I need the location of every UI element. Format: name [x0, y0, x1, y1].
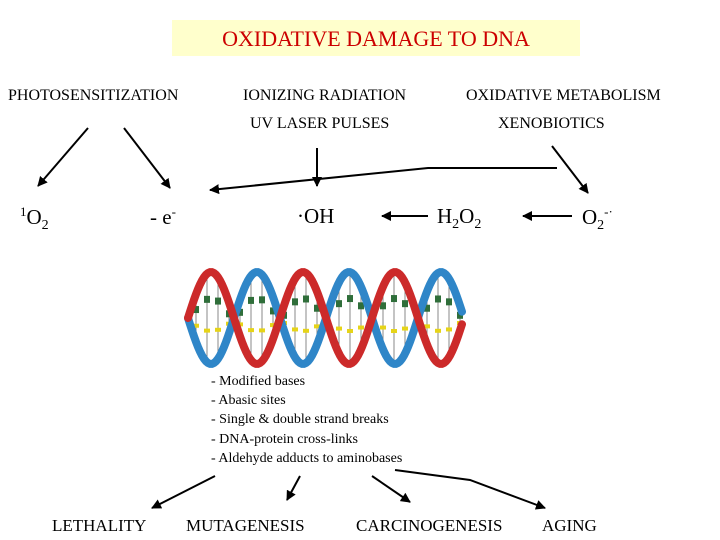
arrow-metabolism-to-superoxide [551, 145, 589, 194]
outcome-carcinogenesis: CARCINOGENESIS [356, 516, 503, 535]
source-xenobiotics: XENOBIOTICS [498, 115, 605, 132]
nucleotide-base [292, 327, 298, 332]
species-hydrogen-peroxide: H2O2 [437, 204, 482, 233]
nucleotide-base [215, 327, 221, 332]
nucleotide-base [424, 304, 430, 312]
nucleotide-base [259, 328, 265, 333]
nucleotide-base [424, 324, 430, 329]
nucleotide-base [270, 323, 276, 328]
title-box: OXIDATIVE DAMAGE TO DNA [172, 20, 580, 56]
nucleotide-base [457, 311, 463, 319]
damage-item: - Aldehyde adducts to aminobases [211, 450, 403, 466]
source-photosensitization: PHOTOSENSITIZATION [8, 87, 179, 104]
nucleotide-base [248, 296, 254, 304]
nucleotide-base [380, 302, 386, 310]
nucleotide-base [314, 324, 320, 329]
nucleotide-base [303, 295, 309, 303]
nucleotide-base [259, 296, 265, 304]
nucleotide-base [292, 298, 298, 306]
species-singlet-oxygen: 1O2 [20, 204, 49, 234]
diagram-title: OXIDATIVE DAMAGE TO DNA [222, 26, 530, 51]
nucleotide-base [336, 300, 342, 308]
arrow-xeno-to-eloss [209, 167, 557, 195]
damage-item: - Abasic sites [211, 393, 286, 409]
nucleotide-base [446, 327, 452, 332]
nucleotide-base [347, 329, 353, 334]
nucleotide-base [435, 295, 441, 303]
damage-item: - Single & double strand breaks [211, 412, 389, 428]
species-superoxide: O2-· [582, 204, 613, 234]
outcome-lethality: LETHALITY [52, 516, 147, 535]
nucleotide-base [204, 295, 210, 303]
nucleotide-base [215, 297, 221, 305]
nucleotide-base [347, 295, 353, 303]
nucleotide-base [358, 325, 364, 330]
nucleotide-base [446, 298, 452, 306]
species-electron-loss: - e- [150, 204, 176, 229]
arrow-damage-to-aging [394, 469, 546, 510]
outcome-mutagenesis: MUTAGENESIS [186, 516, 305, 535]
source-oxidative-metabolism: OXIDATIVE METABOLISM [466, 87, 661, 104]
nucleotide-base [402, 300, 408, 308]
nucleotide-base [391, 329, 397, 334]
arrow-photo-to-eloss [123, 127, 171, 189]
arrow-damage-to-lethality [151, 475, 216, 509]
source-ionizing-radiation: IONIZING RADIATION [243, 87, 407, 104]
nucleotide-base [314, 304, 320, 312]
dna-helix-illustration [184, 268, 466, 368]
damage-types-list: - Modified bases - Abasic sites - Single… [211, 372, 402, 468]
nucleotide-base [303, 328, 309, 333]
nucleotide-base [380, 325, 386, 330]
nucleotide-base [402, 326, 408, 331]
nucleotide-base [435, 328, 441, 333]
damage-item: - Modified bases [211, 374, 306, 389]
dna-strand-red [184, 268, 466, 368]
nucleotide-base [391, 295, 397, 303]
nucleotide-base [248, 328, 254, 333]
arrow-damage-to-mutagenesis [286, 475, 301, 501]
nucleotide-base [193, 323, 199, 328]
source-uv-laser-pulses: UV LASER PULSES [250, 115, 390, 132]
species-hydroxyl-radical: ·OH [297, 204, 335, 228]
nucleotide-base [204, 328, 210, 333]
arrow-photo-to-singlet [37, 127, 89, 187]
nucleotide-base [193, 306, 199, 314]
nucleotide-base [336, 326, 342, 331]
nucleotide-base [270, 307, 276, 315]
arrow-damage-to-carcinogenesis [371, 475, 411, 503]
nucleotide-base [358, 302, 364, 310]
damage-item: - DNA-protein cross-links [211, 431, 358, 447]
outcome-aging: AGING [542, 516, 597, 535]
